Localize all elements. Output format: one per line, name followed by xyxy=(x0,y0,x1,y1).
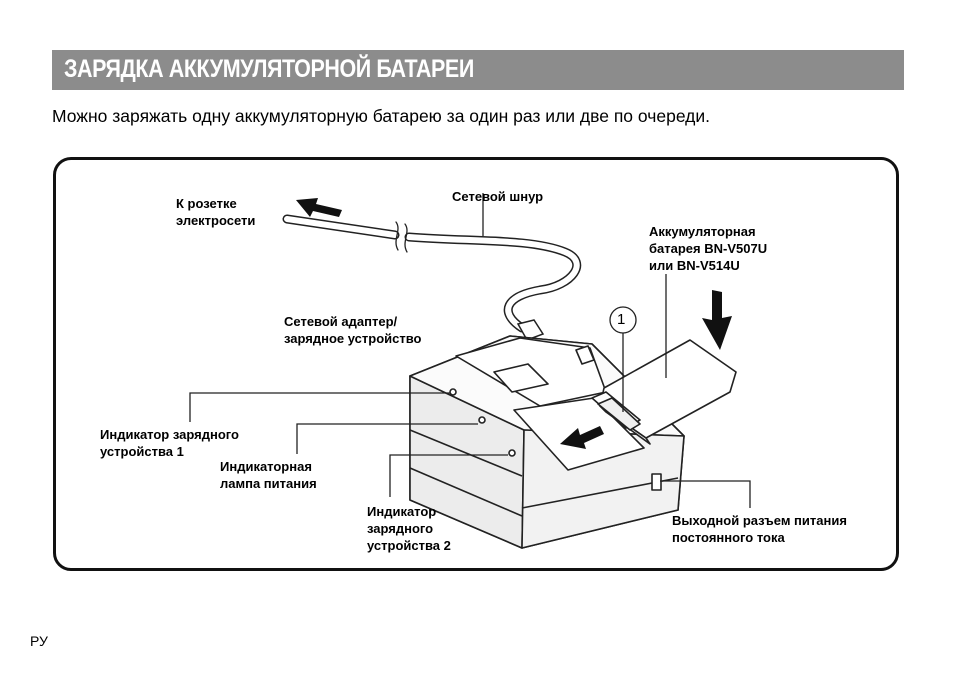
section-title-bar: ЗАРЯДКА АККУМУЛЯТОРНОЙ БАТАРЕИ xyxy=(52,50,904,90)
power-lamp-label: Индикаторная лампа питания xyxy=(220,459,317,491)
charge-indicator-1-label: Индикатор зарядного устройства 1 xyxy=(100,427,239,459)
cord-label: Сетевой шнур xyxy=(452,189,544,204)
leader-lines xyxy=(189,193,751,508)
battery xyxy=(591,339,737,445)
page-language-code: РУ xyxy=(30,633,48,649)
outlet-arrow-icon xyxy=(296,198,342,217)
illustration-frame xyxy=(53,157,899,571)
insert-arrow-icon xyxy=(560,426,604,449)
power-cord xyxy=(282,214,582,333)
outlet-label: К розетке электросети xyxy=(176,196,256,228)
down-arrow-icon xyxy=(702,290,732,350)
step-marker: 1 xyxy=(617,311,626,328)
adapter-label: Сетевой адаптер/ зарядное устройство xyxy=(284,314,422,346)
charge-indicator-2-label: Индикатор зарядного устройства 2 xyxy=(367,504,451,553)
section-title: ЗАРЯДКА АККУМУЛЯТОРНОЙ БАТАРЕИ xyxy=(64,55,474,83)
intro-text: Можно заряжать одну аккумуляторную батар… xyxy=(52,106,711,126)
battery-label: Аккумуляторная батарея BN-V507U или BN-V… xyxy=(649,224,768,273)
dc-out-label: Выходной разъем питания постоянного тока xyxy=(672,513,847,545)
cord-plug xyxy=(516,319,545,341)
